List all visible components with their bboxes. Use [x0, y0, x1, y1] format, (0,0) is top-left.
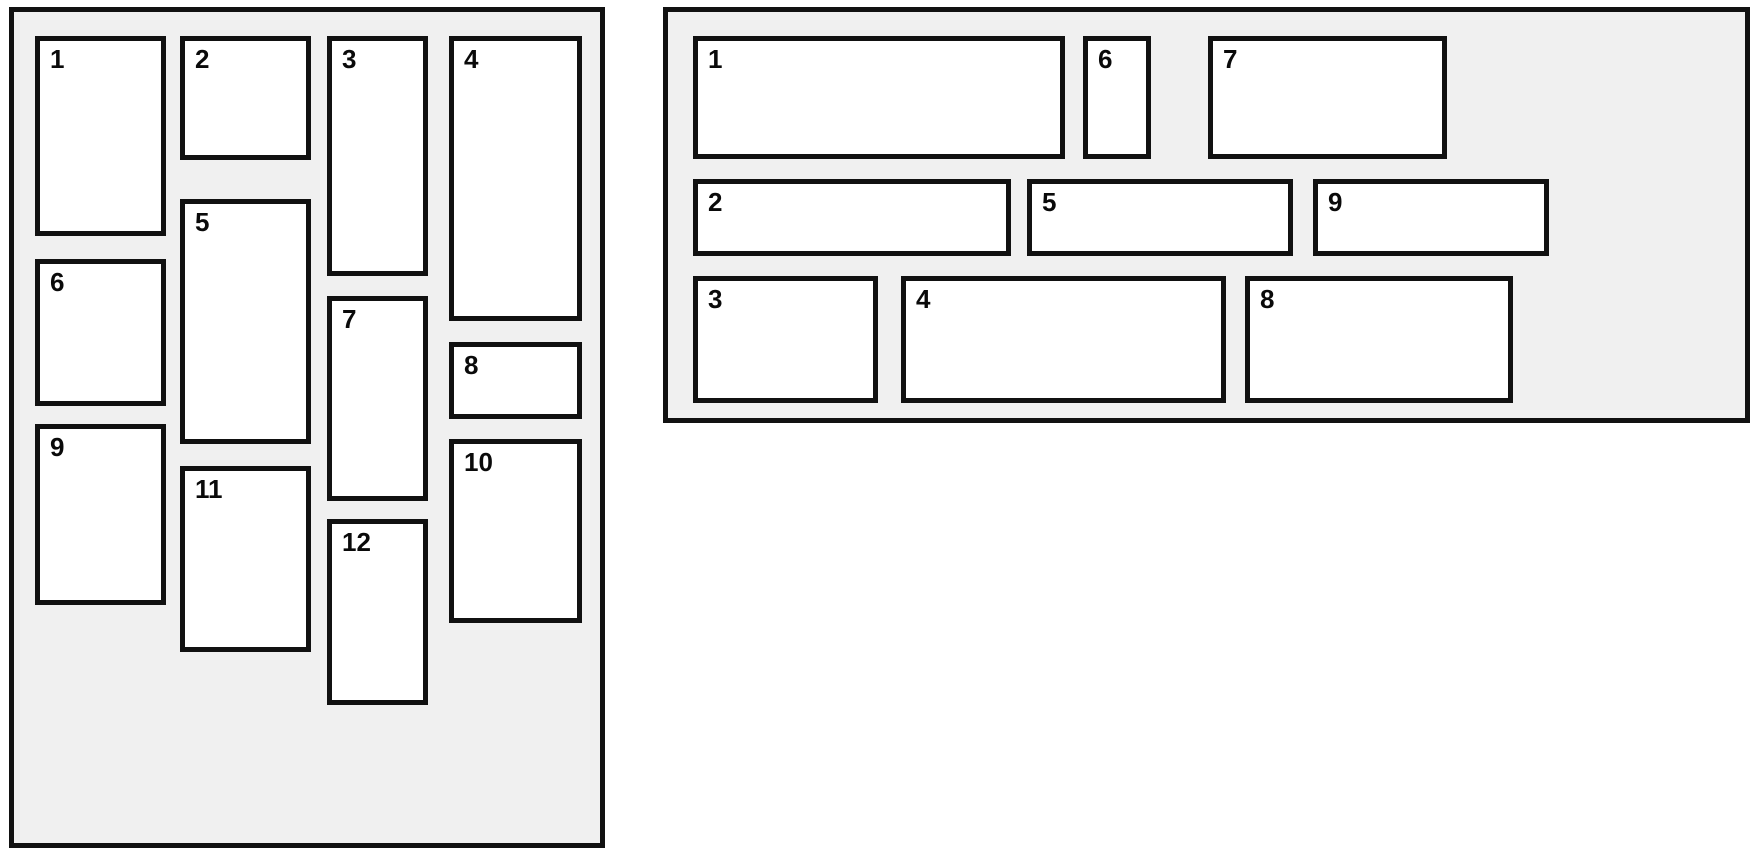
layout-box-label: 8 — [1260, 284, 1275, 314]
layout-box-label: 1 — [50, 44, 65, 74]
layout-box-4[interactable]: 4 — [901, 276, 1226, 403]
layout-box-label: 8 — [464, 350, 479, 380]
layout-box-1[interactable]: 1 — [693, 36, 1065, 159]
layout-box-7[interactable]: 7 — [1208, 36, 1447, 159]
layout-box-9[interactable]: 9 — [35, 424, 166, 605]
layout-box-label: 12 — [342, 527, 371, 557]
layout-box-8[interactable]: 8 — [1245, 276, 1513, 403]
layout-box-label: 6 — [50, 267, 65, 297]
right-panel: 1 6 7 2 5 9 3 4 8 — [663, 7, 1750, 423]
layout-box-label: 7 — [1223, 44, 1238, 74]
layout-box-label: 3 — [708, 284, 723, 314]
layout-box-1[interactable]: 1 — [35, 36, 166, 236]
layout-box-6[interactable]: 6 — [1083, 36, 1151, 159]
layout-box-2[interactable]: 2 — [180, 36, 311, 160]
layout-box-label: 1 — [708, 44, 723, 74]
layout-box-label: 2 — [708, 187, 723, 217]
layout-box-5[interactable]: 5 — [180, 199, 311, 444]
layout-box-label: 7 — [342, 304, 357, 334]
layout-box-label: 6 — [1098, 44, 1113, 74]
layout-box-label: 4 — [464, 44, 479, 74]
layout-box-10[interactable]: 10 — [449, 439, 582, 623]
layout-box-3[interactable]: 3 — [327, 36, 428, 276]
layout-box-5[interactable]: 5 — [1027, 179, 1293, 256]
layout-box-2[interactable]: 2 — [693, 179, 1011, 256]
layout-box-label: 10 — [464, 447, 493, 477]
layout-box-label: 3 — [342, 44, 357, 74]
layout-box-9[interactable]: 9 — [1313, 179, 1549, 256]
layout-box-label: 9 — [1328, 187, 1343, 217]
layout-box-label: 5 — [195, 207, 210, 237]
layout-box-6[interactable]: 6 — [35, 259, 166, 406]
layout-box-8[interactable]: 8 — [449, 342, 582, 419]
layout-box-label: 2 — [195, 44, 210, 74]
layout-box-label: 5 — [1042, 187, 1057, 217]
layout-box-label: 11 — [195, 474, 223, 504]
layout-box-label: 4 — [916, 284, 931, 314]
layout-box-label: 9 — [50, 432, 65, 462]
layout-box-12[interactable]: 12 — [327, 519, 428, 705]
layout-box-4[interactable]: 4 — [449, 36, 582, 321]
layout-box-7[interactable]: 7 — [327, 296, 428, 501]
layout-box-3[interactable]: 3 — [693, 276, 878, 403]
layout-box-11[interactable]: 11 — [180, 466, 311, 652]
